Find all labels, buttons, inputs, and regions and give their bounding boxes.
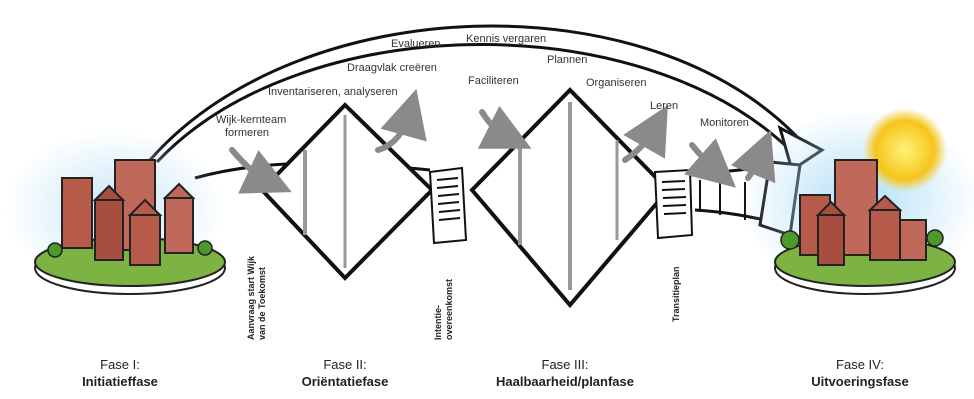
label-draagvlak: Draagvlak creëren: [347, 62, 437, 74]
diamond-orientation: [259, 102, 435, 281]
phase-4-number: Fase IV:: [836, 357, 884, 372]
document-icon-intentie: [428, 166, 468, 245]
label-inventariseren: Inventariseren, analyseren: [268, 86, 398, 98]
vlabel-transitieplan: Transitieplan: [671, 266, 681, 322]
diamond-feasibility: [469, 87, 671, 309]
label-monitoren: Monitoren: [700, 117, 749, 129]
phase-1-number: Fase I:: [100, 357, 140, 372]
label-plannen: Plannen: [547, 54, 587, 66]
phase-4-title: Uitvoeringsfase: [811, 374, 909, 389]
phase-3-title: Haalbaarheid/planfase: [496, 374, 634, 389]
label-kennis: Kennis vergaren: [466, 33, 546, 45]
phase-1: Fase I: Initiatieffase: [60, 357, 180, 390]
phase-3: Fase III: Haalbaarheid/planfase: [470, 357, 660, 390]
phase-1-title: Initiatieffase: [82, 374, 158, 389]
label-wijk-kernteam-2: formeren: [225, 127, 269, 139]
phase-2-title: Oriëntatiefase: [301, 374, 389, 389]
document-icon-transitieplan: [653, 168, 694, 240]
phase-3-number: Fase III:: [541, 357, 589, 372]
phase-2-number: Fase II:: [323, 357, 367, 372]
future-neighbourhood-illustration: [740, 108, 974, 295]
vlabel-intentie-2: overeenkomst: [444, 279, 454, 340]
activity-arrows: [229, 88, 776, 194]
label-wijk-kernteam-1: Wijk-kernteam: [216, 114, 286, 126]
phase-4: Fase IV: Uitvoeringsfase: [795, 357, 925, 390]
vlabel-intentie-1: Intentie-: [433, 305, 443, 340]
label-faciliteren: Faciliteren: [468, 75, 519, 87]
label-evalueren: Evalueren: [391, 38, 441, 50]
vlabel-aanvraag-1: Aanvraag start Wijk: [246, 255, 256, 340]
label-organiseren: Organiseren: [586, 77, 647, 89]
top-arrow: [148, 24, 825, 173]
phase-2: Fase II: Oriëntatiefase: [280, 357, 410, 390]
vlabel-aanvraag-2: van de Toekomst: [257, 267, 267, 340]
initial-neighbourhood-illustration: [5, 130, 226, 295]
label-leren: Leren: [650, 100, 678, 112]
